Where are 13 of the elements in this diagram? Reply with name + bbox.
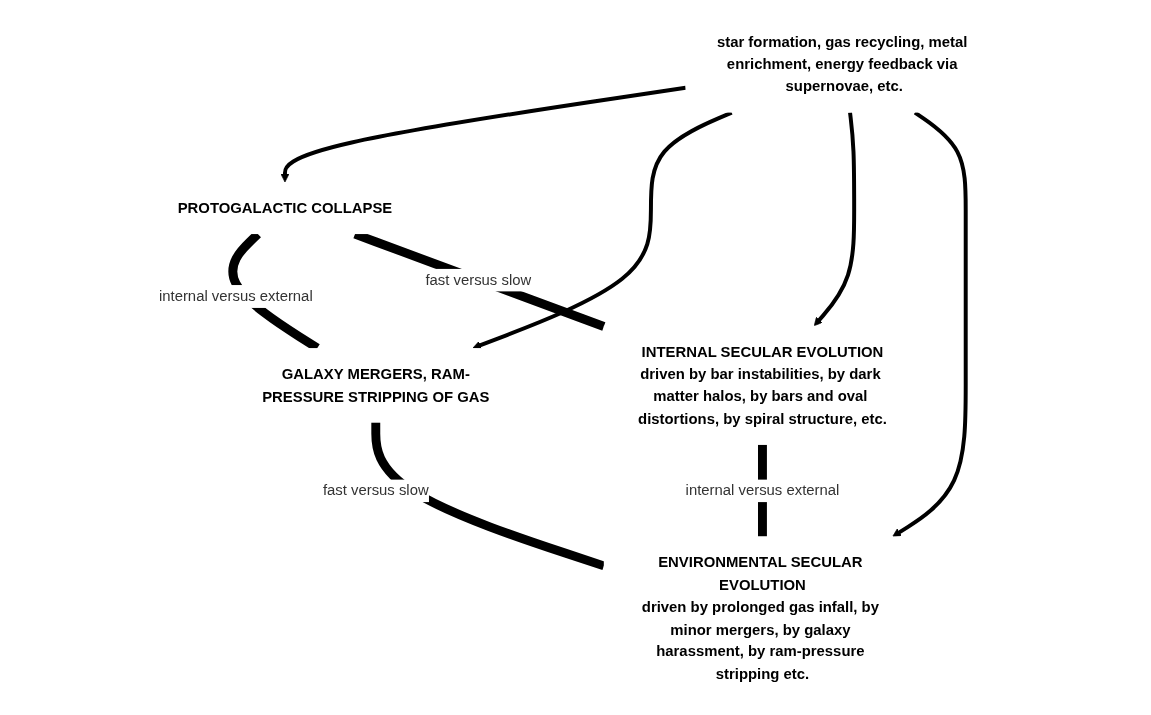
node-text: GALAXY MERGERS, RAM-PRESSURE STRIPPING OF GAS bbox=[262, 364, 490, 404]
arrow bbox=[892, 110, 968, 537]
edge-label: fast versus slow bbox=[425, 270, 532, 288]
arrow bbox=[472, 110, 733, 349]
edge-label: internal versus external bbox=[159, 286, 313, 304]
edge-label: fast versus slow bbox=[322, 480, 429, 498]
arrow bbox=[813, 111, 857, 326]
arrow bbox=[280, 85, 686, 182]
edge-label: internal versus external bbox=[685, 480, 840, 498]
node-text: INTERNAL SECULAR EVOLUTION driven by bar instabilities, by dark matter halos, by bars and oval distortions, by spiral structure, etc. bbox=[638, 342, 887, 426]
node-text: ENVIRONMENTAL SECULAR EVOLUTION driven by prolonged gas infall, by minor mergers, by galaxy harassment, by ram-pressure stripping etc. bbox=[641, 552, 880, 682]
node-text: star formation, gas recycling, metal enrichment, energy feedback via supernovae, etc. bbox=[717, 32, 968, 94]
node-text: PROTOGALACTIC COLLAPSE bbox=[177, 198, 393, 216]
